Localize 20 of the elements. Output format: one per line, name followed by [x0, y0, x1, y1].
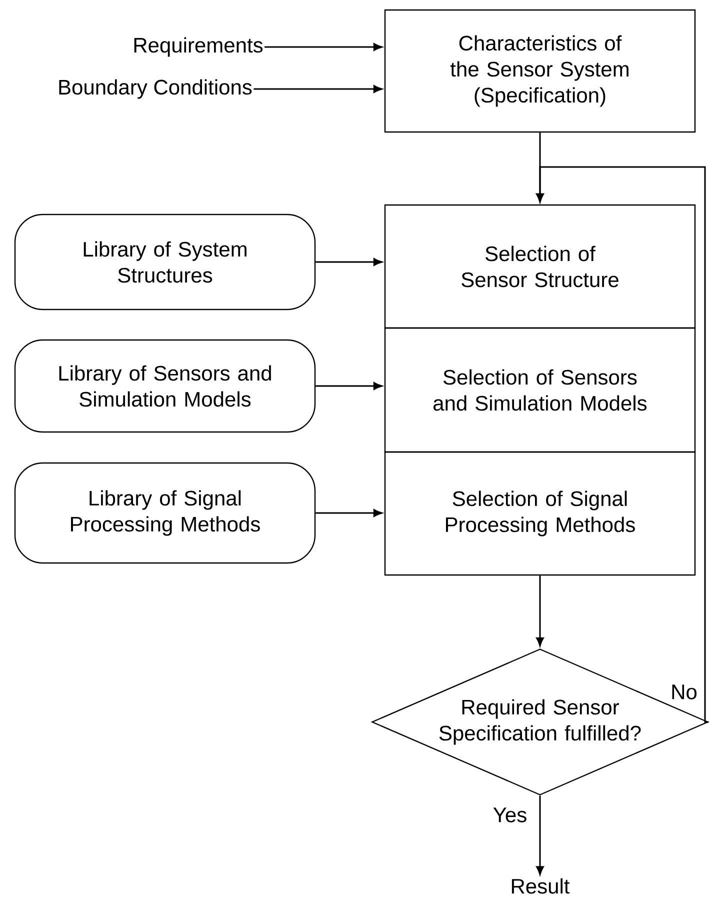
edge-label: No — [670, 684, 698, 700]
input-label: Boundary Conditions — [59, 79, 252, 99]
process-box: Selection of Sensors and Simulation Models — [384, 327, 696, 453]
arrow — [264, 43, 382, 51]
process-box: Selection of Sensor Structure — [384, 204, 696, 329]
library-box: Library of System Structures — [14, 214, 316, 310]
arrow — [536, 796, 544, 875]
arrow — [536, 166, 710, 723]
input-label: Requirements — [134, 37, 263, 57]
arrow — [536, 576, 544, 646]
process-box: Characteristics of the Sensor System (Specification) — [384, 9, 696, 133]
arrow — [316, 509, 382, 517]
library-box: Library of Sensors and Simulation Models — [14, 339, 316, 433]
library-box: Library of Signal Processing Methods — [14, 462, 316, 564]
input-label: Result — [512, 878, 570, 894]
arrow — [254, 85, 382, 93]
arrow — [316, 258, 382, 266]
edge-label: Yes — [492, 806, 528, 824]
arrow — [316, 382, 382, 390]
process-box: Selection of Signal Processing Methods — [384, 451, 696, 576]
